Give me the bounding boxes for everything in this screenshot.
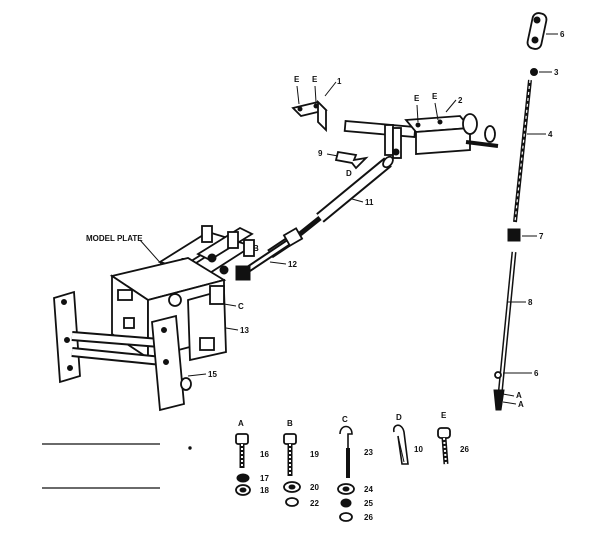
callout-15: 15 <box>208 370 217 379</box>
part-3-nut <box>530 68 538 76</box>
part-6-clevis <box>526 12 548 50</box>
hardware-group-e: E 26 <box>437 411 469 465</box>
hardware-letter-e: E <box>441 411 447 420</box>
hardware-group-a: A 16 17 18 <box>235 419 269 496</box>
callout-7: 7 <box>539 232 544 241</box>
callout-3: 3 <box>554 68 559 77</box>
part-1-bracket <box>291 99 328 133</box>
hardware-c-item-4: 26 <box>364 513 373 522</box>
letter-a-2: A <box>518 400 524 409</box>
hardware-letter-d: D <box>396 413 402 422</box>
part-4-rod <box>513 79 532 223</box>
hardware-group-c: C 23 24 25 26 <box>337 415 373 522</box>
hardware-a-item-1: 16 <box>260 450 269 459</box>
letter-e-1b: E <box>312 75 318 84</box>
part-2-shaft-bracket <box>343 113 499 159</box>
hardware-b-item-1: 19 <box>310 450 319 459</box>
part-7-nut <box>507 228 521 242</box>
letter-d-rod: D <box>346 169 352 178</box>
letter-b-mid: B <box>253 244 259 253</box>
model-plate-label: MODEL PLATE <box>86 234 143 243</box>
callout-13: 13 <box>240 326 249 335</box>
letter-e-1a: E <box>294 75 300 84</box>
hardware-c-item-1: 23 <box>364 448 373 457</box>
callout-11: 11 <box>365 198 374 207</box>
hardware-b-item-2: 20 <box>310 483 319 492</box>
hardware-c-item-3: 25 <box>364 499 373 508</box>
callout-4: 4 <box>548 130 553 139</box>
hardware-c-item-2: 24 <box>364 485 373 494</box>
callout-9: 9 <box>318 149 323 158</box>
letter-e-2a: E <box>414 94 420 103</box>
hardware-letter-c: C <box>342 415 348 424</box>
hardware-a-item-3: 18 <box>260 486 269 495</box>
part-15-mount-plate <box>53 290 192 412</box>
hardware-group-d: D 10 <box>392 413 423 465</box>
callout-12: 12 <box>288 260 297 269</box>
letter-e-2b: E <box>432 92 438 101</box>
callout-6-bottom: 6 <box>534 369 539 378</box>
callout-2: 2 <box>458 96 463 105</box>
callout-6-top: 6 <box>560 30 565 39</box>
hardware-letter-b: B <box>287 419 293 428</box>
callout-8: 8 <box>528 298 533 307</box>
part-9-arrow <box>334 150 369 170</box>
part-12-linkage <box>235 227 304 281</box>
hardware-d-item-1: 10 <box>414 445 423 454</box>
hardware-group-b: B 19 20 22 <box>283 419 319 508</box>
hardware-b-item-3: 22 <box>310 499 319 508</box>
part-8-rod <box>493 251 517 411</box>
hardware-a-item-2: 17 <box>260 474 269 483</box>
hardware-letter-a: A <box>238 419 244 428</box>
hardware-e-item-1: 26 <box>460 445 469 454</box>
callout-1: 1 <box>337 77 342 86</box>
letter-a-1: A <box>516 391 522 400</box>
letter-c-frame: C <box>238 302 244 311</box>
